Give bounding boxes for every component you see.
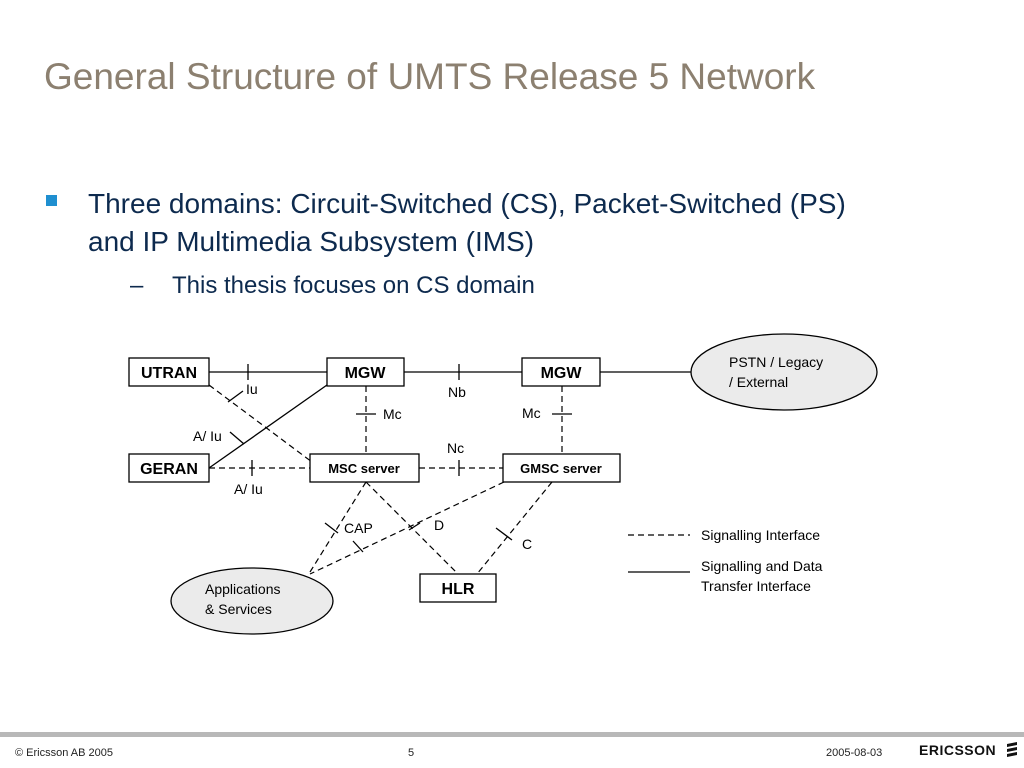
legend-data-label-line2: Transfer Interface xyxy=(701,578,811,594)
footer-divider xyxy=(0,732,1024,737)
node-pstn: PSTN / Legacy / External xyxy=(690,333,878,411)
square-bullet-icon xyxy=(46,195,57,206)
d-tick xyxy=(408,522,421,531)
apps-label-line2: & Services xyxy=(205,601,272,617)
legend: Signalling Interface Signalling and Data… xyxy=(628,527,823,594)
utran-msc-link xyxy=(208,384,313,463)
d-label: D xyxy=(434,517,444,533)
logo-wordmark: ERICSSON xyxy=(919,742,997,758)
node-geran: GERAN xyxy=(128,453,210,483)
ericsson-mark-icon xyxy=(1006,742,1017,757)
c-label: C xyxy=(522,536,532,552)
cap-tick xyxy=(324,522,339,534)
nb-label: Nb xyxy=(448,384,466,400)
sub-bullet-text: This thesis focuses on CS domain xyxy=(172,272,535,299)
pstn-label-line2: / External xyxy=(729,374,788,390)
ericsson-logo: ERICSSON xyxy=(919,742,1019,758)
a-iu-lower-label: A/ Iu xyxy=(234,481,263,497)
gmsc-server-label: GMSC server xyxy=(520,461,602,476)
mgw-left-label: MGW xyxy=(345,365,387,382)
geran-mgw-link xyxy=(208,384,328,469)
interface-labels: Iu Nb Mc Mc A/ Iu A/ Iu Nc CAP D C xyxy=(193,381,541,552)
data-links xyxy=(208,371,692,469)
mc-right-label: Mc xyxy=(522,405,541,421)
node-mgw-left: MGW xyxy=(326,357,405,387)
cap-label: CAP xyxy=(344,520,373,536)
sub-bullet-item: – This thesis focuses on CS domain xyxy=(130,272,535,300)
nc-label: Nc xyxy=(447,440,464,456)
slide-title: General Structure of UMTS Release 5 Netw… xyxy=(44,56,816,97)
mgw-right-label: MGW xyxy=(541,365,583,382)
node-hlr: HLR xyxy=(419,573,497,603)
node-mgw-right: MGW xyxy=(521,357,601,387)
dash-bullet-icon: – xyxy=(130,272,144,299)
node-utran: UTRAN xyxy=(128,357,210,387)
msc-server-label: MSC server xyxy=(328,461,400,476)
signalling-links xyxy=(208,384,563,575)
interface-ticks xyxy=(227,364,572,553)
legend-signalling-label: Signalling Interface xyxy=(701,527,820,543)
a-iu-upper-label: A/ Iu xyxy=(193,428,222,444)
msc-apps-link xyxy=(309,481,367,573)
node-msc-server: MSC server xyxy=(309,453,420,483)
node-gmsc-server: GMSC server xyxy=(502,453,621,483)
a-iu-diagonal-tick xyxy=(229,431,245,445)
apps-label-line1: Applications xyxy=(205,581,281,597)
mc-left-label: Mc xyxy=(383,406,402,422)
c-tick xyxy=(495,527,513,541)
iu-label: Iu xyxy=(246,381,258,397)
gmsc-apps-link xyxy=(309,481,505,575)
hlr-label: HLR xyxy=(442,581,475,598)
bullet-text: Three domains: Circuit-Switched (CS), Pa… xyxy=(88,188,846,257)
gmsc-hlr-link xyxy=(476,481,553,575)
node-applications: Applications & Services xyxy=(170,567,334,635)
iu-diagonal-tick xyxy=(227,390,244,403)
cap-tick-2 xyxy=(352,540,364,553)
legend-data-label-line1: Signalling and Data xyxy=(701,558,823,574)
geran-label: GERAN xyxy=(140,461,198,478)
pstn-label-line1: PSTN / Legacy xyxy=(729,354,823,370)
footer-page-number: 5 xyxy=(408,747,415,759)
utran-label: UTRAN xyxy=(141,365,197,382)
footer-date: 2005-08-03 xyxy=(826,747,883,759)
footer-copyright: © Ericsson AB 2005 xyxy=(15,747,113,759)
